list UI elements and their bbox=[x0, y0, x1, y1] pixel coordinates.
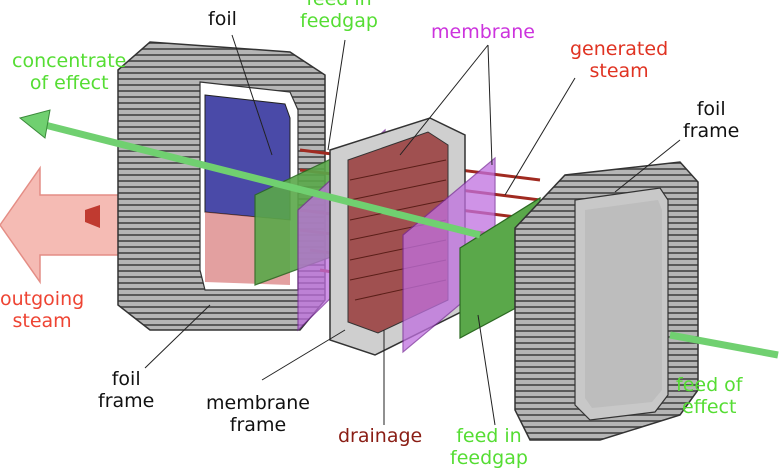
label-drainage: drainage bbox=[338, 425, 423, 447]
label-outgoing-steam: outgoing steam bbox=[0, 288, 85, 332]
leader-lines bbox=[144, 34, 681, 426]
label-concentrate-of-effect: concentrate of effect bbox=[12, 50, 127, 94]
label-feed-in-feedgap-top: feed in feedgap bbox=[300, 0, 378, 32]
label-foil-frame-right: foil frame bbox=[683, 98, 740, 142]
label-foil-top: foil bbox=[208, 8, 237, 30]
label-membrane-frame: membrane frame bbox=[206, 392, 310, 436]
right-foil-frame bbox=[514, 161, 699, 441]
feed-arrow-icon bbox=[669, 331, 779, 359]
label-feed-in-feedgap-bottom: feed in feedgap bbox=[450, 425, 528, 469]
label-membrane: membrane bbox=[431, 21, 535, 43]
label-generated-steam: generated steam bbox=[570, 38, 669, 82]
label-feed-of-effect: feed of effect bbox=[676, 374, 743, 418]
concentrate-arrow-icon bbox=[18, 109, 481, 239]
label-foil-frame-left: foil frame bbox=[98, 368, 155, 412]
